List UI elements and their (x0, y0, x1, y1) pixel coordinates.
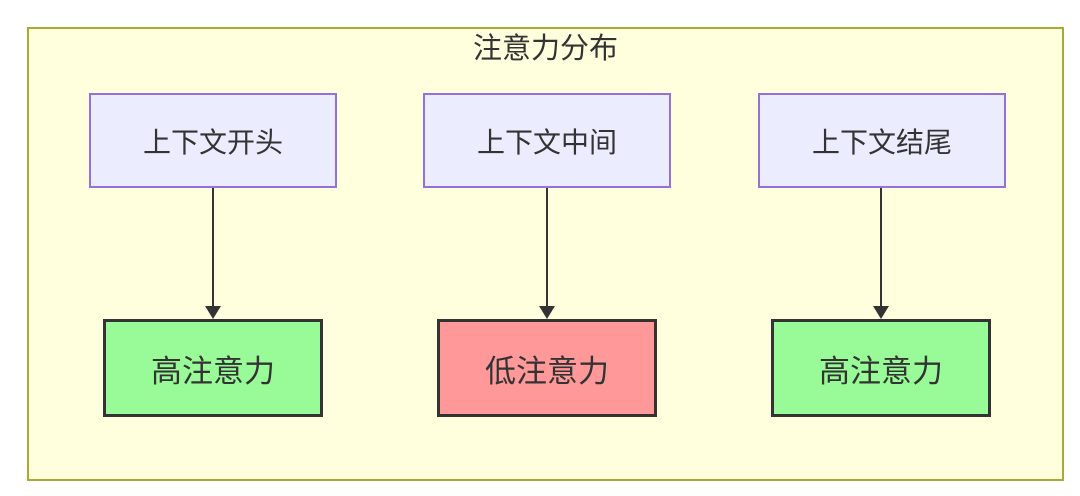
arrow-context-middle-to-low (539, 188, 555, 319)
attention-distribution-group: 注意力分布 上下文开头 高注意力 上下文中间 低注意力 上下文结尾 (27, 27, 1064, 481)
node-context-middle: 上下文中间 (423, 93, 671, 188)
arrow-line (880, 188, 882, 306)
node-high-attention-2: 高注意力 (771, 319, 991, 417)
arrowhead-down-icon (539, 306, 555, 319)
arrowhead-down-icon (873, 306, 889, 319)
node-context-start: 上下文开头 (89, 93, 337, 188)
diagram-title: 注意力分布 (472, 33, 618, 65)
node-high-attention-2-label: 高注意力 (819, 353, 943, 389)
node-context-end: 上下文结尾 (758, 93, 1006, 188)
arrow-context-start-to-high (205, 188, 221, 319)
node-context-start-label: 上下文开头 (142, 126, 283, 158)
arrowhead-down-icon (205, 306, 221, 319)
node-high-attention-1: 高注意力 (103, 319, 323, 417)
node-context-end-label: 上下文结尾 (811, 126, 952, 158)
arrow-line (212, 188, 214, 306)
arrow-context-end-to-high (873, 188, 889, 319)
arrow-line (546, 188, 548, 306)
node-context-middle-label: 上下文中间 (476, 126, 617, 158)
node-low-attention: 低注意力 (437, 319, 657, 417)
node-high-attention-1-label: 高注意力 (151, 353, 275, 389)
node-low-attention-label: 低注意力 (485, 353, 609, 389)
